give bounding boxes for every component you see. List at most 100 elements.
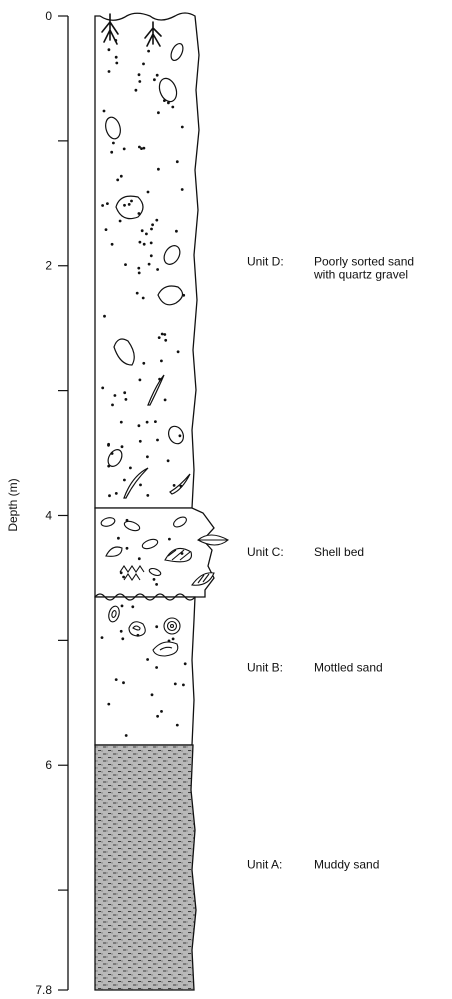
sand-grain xyxy=(112,142,115,145)
unit-d-description: Poorly sorted sand xyxy=(314,255,414,269)
sand-grain xyxy=(157,111,160,114)
sand-grain xyxy=(125,398,128,401)
sand-grain xyxy=(125,734,128,737)
sand-grain xyxy=(164,399,167,402)
sand-grain xyxy=(103,315,106,318)
sand-grain xyxy=(153,578,156,581)
axis-tick-label: 2 xyxy=(45,259,52,273)
unit-a-name: Unit A: xyxy=(247,857,282,871)
sand-grain xyxy=(108,70,111,73)
sand-grain xyxy=(143,147,146,150)
sand-grain xyxy=(117,537,120,540)
axis-ticks: 02467.8 xyxy=(35,9,68,997)
sand-grain xyxy=(111,452,114,455)
sand-grain xyxy=(120,175,123,178)
sand-grain xyxy=(151,223,154,226)
sand-grain xyxy=(156,74,159,77)
sand-grain xyxy=(151,693,154,696)
sand-grain xyxy=(121,637,124,640)
sand-grain xyxy=(122,576,125,579)
sand-grain xyxy=(154,420,157,423)
sand-grain xyxy=(146,494,149,497)
sand-grain xyxy=(158,378,161,381)
unit-d-name: Unit D: xyxy=(247,255,284,269)
sand-grain xyxy=(155,625,158,628)
unit-b-description: Mottled sand xyxy=(314,661,383,675)
sand-grain xyxy=(108,494,111,497)
sand-grain xyxy=(142,362,145,365)
sand-grain xyxy=(181,126,184,129)
unit-a-description: Muddy sand xyxy=(314,857,379,871)
sand-grain xyxy=(155,219,158,222)
sand-grain xyxy=(139,379,142,382)
sand-grain xyxy=(173,484,176,487)
sand-grain xyxy=(126,519,129,522)
sand-grain xyxy=(103,110,106,113)
sand-grain xyxy=(181,552,184,555)
sand-grain xyxy=(121,605,124,608)
axis-tick-label: 7.8 xyxy=(35,983,52,997)
sand-grain xyxy=(123,148,126,151)
sand-grain xyxy=(184,662,187,665)
sand-grain xyxy=(145,233,148,236)
unit-c-name: Unit C: xyxy=(247,545,284,559)
sand-grain xyxy=(111,404,114,407)
sand-grain xyxy=(121,445,124,448)
sand-grain xyxy=(116,179,119,182)
sand-grain xyxy=(105,228,108,231)
sand-grain xyxy=(156,439,159,442)
sand-grain xyxy=(150,242,153,245)
sediment-column xyxy=(95,13,228,990)
axis-title: Depth (m) xyxy=(6,478,20,531)
sand-grain xyxy=(137,267,140,270)
sand-grain xyxy=(138,212,141,215)
sand-grain xyxy=(148,263,151,266)
sand-grain xyxy=(120,630,123,633)
sand-grain xyxy=(138,557,141,560)
sand-grain xyxy=(119,220,122,223)
sand-grain xyxy=(123,204,126,207)
sand-grain xyxy=(155,666,158,669)
sand-grain xyxy=(179,434,182,437)
sand-grain xyxy=(182,294,185,297)
sand-grain xyxy=(142,63,145,66)
unit-a-body xyxy=(95,745,196,990)
sand-grain xyxy=(107,444,110,447)
sand-grain xyxy=(129,467,132,470)
sand-grain xyxy=(106,202,109,205)
sand-grain xyxy=(153,78,156,81)
sand-grain xyxy=(139,484,142,487)
sand-grain xyxy=(111,243,114,246)
sand-grain xyxy=(155,583,158,586)
sand-grain xyxy=(168,640,171,643)
sand-grain xyxy=(101,636,104,639)
sand-grain xyxy=(150,254,153,257)
sand-grain xyxy=(176,160,179,163)
sand-grain xyxy=(101,204,104,207)
sand-grain xyxy=(163,333,166,336)
sand-grain xyxy=(138,80,141,83)
sand-grain xyxy=(101,387,104,390)
sand-grain xyxy=(172,638,175,641)
unit-d-description: with quartz gravel xyxy=(313,268,408,282)
sand-grain xyxy=(131,605,134,608)
sand-grain xyxy=(160,360,163,363)
sand-grain xyxy=(115,492,118,495)
sand-grain xyxy=(163,99,166,102)
sand-grain xyxy=(137,634,140,637)
sand-grain xyxy=(114,39,117,42)
sand-grain xyxy=(110,151,113,154)
sand-grain xyxy=(141,229,144,232)
sand-grain xyxy=(180,485,183,488)
sand-grain xyxy=(138,272,141,275)
sand-grain xyxy=(108,48,111,51)
unit-b-name: Unit B: xyxy=(247,661,283,675)
sand-grain xyxy=(171,106,174,109)
sand-grain xyxy=(174,683,177,686)
sand-grain xyxy=(167,102,170,105)
sand-grain xyxy=(147,191,150,194)
sand-grain xyxy=(122,681,125,684)
sand-grain xyxy=(182,684,185,687)
sand-grain xyxy=(139,241,142,244)
